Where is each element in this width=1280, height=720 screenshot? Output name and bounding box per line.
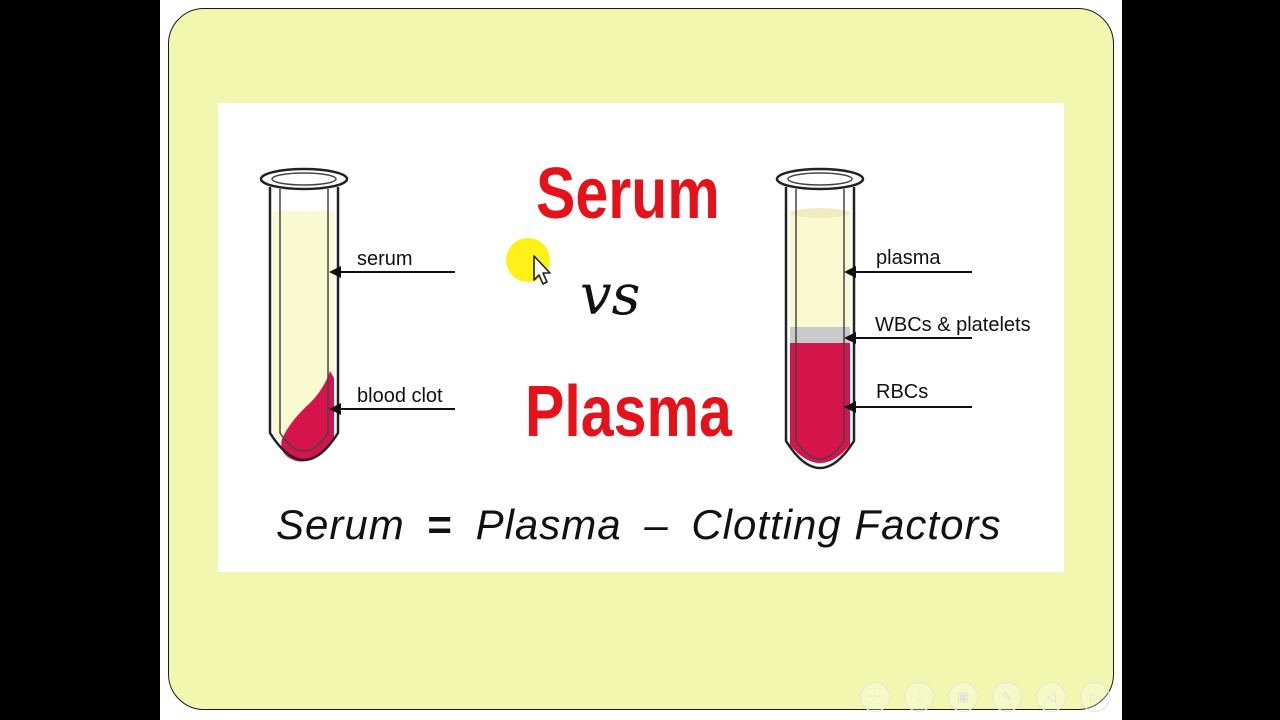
equation-serum: Serum: [276, 501, 405, 548]
tubes-diagram: [259, 167, 972, 470]
label-plasma: plasma: [876, 247, 941, 269]
diagram-figure: serum blood clot plasma WBCs & platelets…: [218, 103, 1064, 572]
title-serum: Serum: [536, 154, 720, 234]
more-icon[interactable]: ···: [860, 682, 890, 712]
plasma-layer: [790, 211, 850, 327]
serum-tube: [259, 167, 349, 462]
title-vs: vs: [580, 263, 641, 328]
rbc-layer: [790, 343, 850, 463]
slides-icon[interactable]: ▣: [948, 682, 978, 712]
equation-equals: =: [427, 501, 453, 548]
serum-layer: [273, 211, 334, 451]
tube-glass: [268, 187, 340, 462]
tube-glass: [784, 187, 856, 470]
buffy-coat-layer: [790, 327, 850, 343]
pen-icon[interactable]: ✎: [992, 682, 1022, 712]
equation-plasma: Plasma: [475, 501, 622, 548]
tube-rim: [259, 167, 349, 191]
blood-clot: [281, 371, 334, 462]
label-wbcs-platelets: WBCs & platelets: [875, 314, 1031, 336]
next-icon[interactable]: ▷: [1080, 682, 1110, 712]
label-serum: serum: [357, 248, 413, 270]
equation-minus: –: [644, 501, 669, 548]
label-blood-clot: blood clot: [357, 385, 443, 407]
tube-rim: [775, 167, 865, 191]
label-rbcs: RBCs: [876, 381, 929, 403]
zoom-icon[interactable]: ⌕: [904, 682, 934, 712]
presentation-controls: ··· ⌕ ▣ ✎ ◁ ▷: [860, 682, 1110, 714]
plasma-tube: [775, 167, 865, 470]
previous-icon[interactable]: ◁: [1036, 682, 1066, 712]
title-plasma: Plasma: [525, 372, 732, 452]
equation: Serum = Plasma – Clotting Factors: [276, 501, 1001, 549]
mouse-cursor-icon: [506, 238, 551, 285]
equation-clotting-factors: Clotting Factors: [691, 501, 1002, 548]
